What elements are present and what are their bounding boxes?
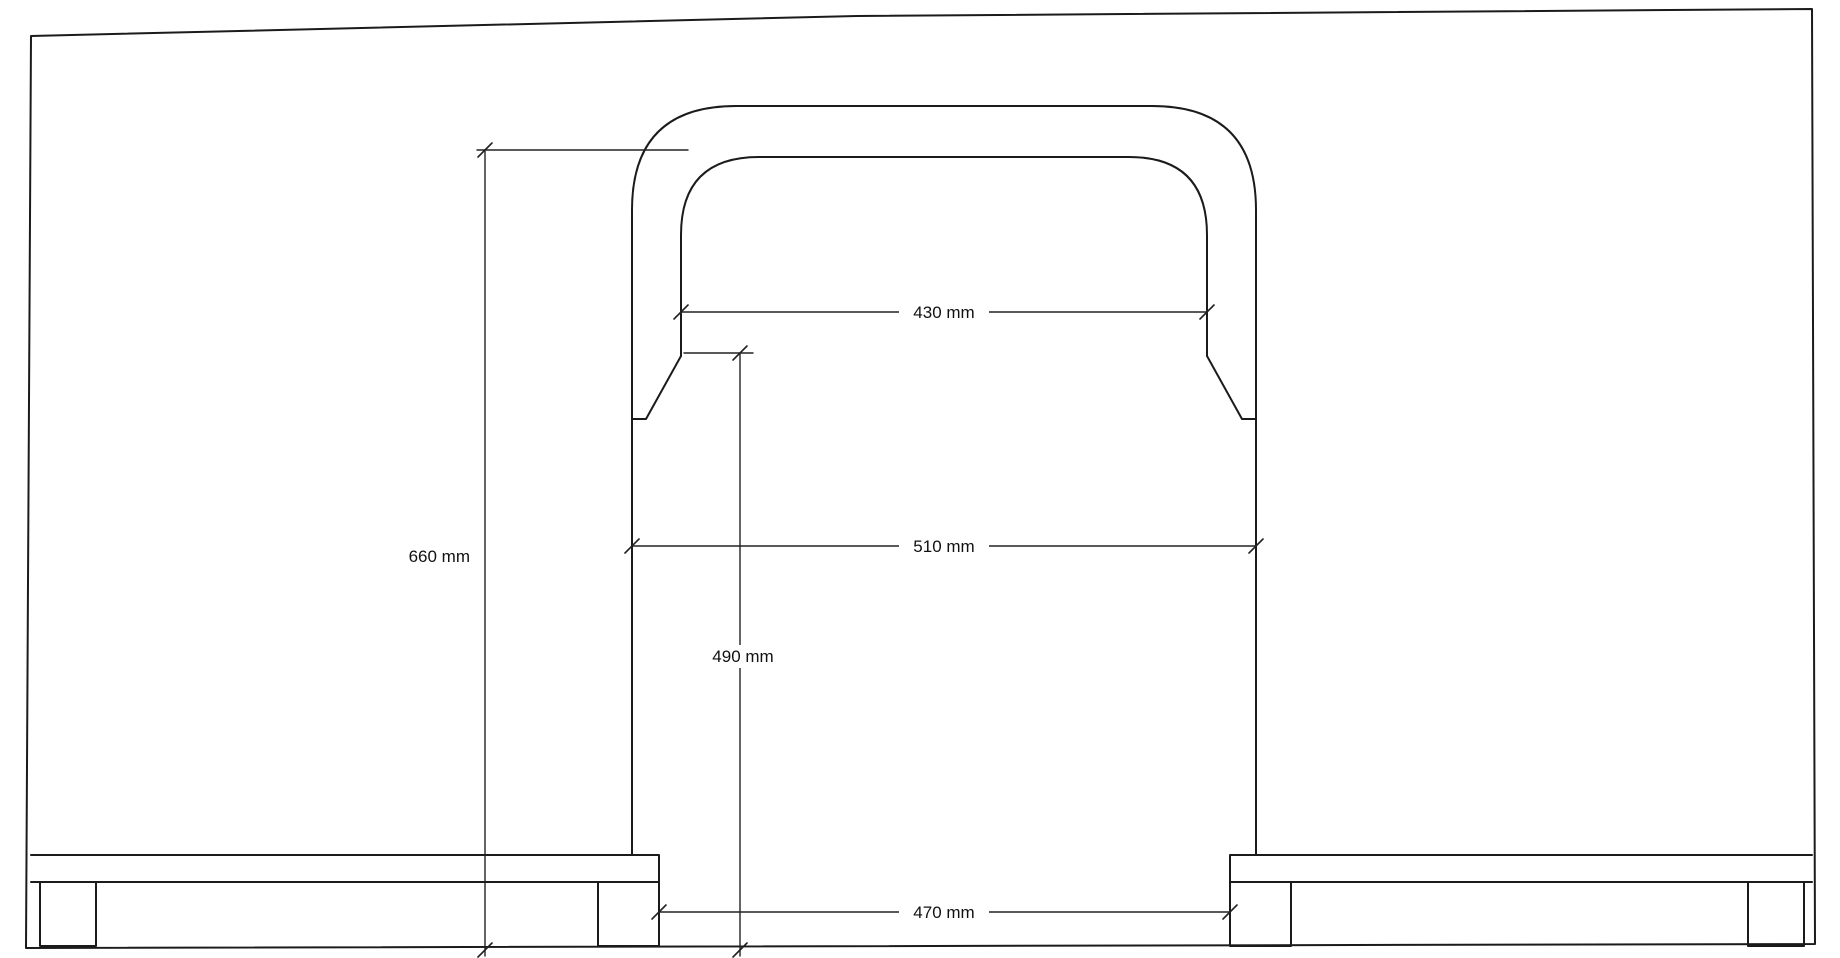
dimension-label-background xyxy=(696,645,790,668)
dimension-tick xyxy=(1222,904,1238,920)
dimension-label: 510 mm xyxy=(913,537,974,556)
dimension-tick xyxy=(732,345,748,361)
dimension-510mm: 510 mm xyxy=(624,535,1264,556)
dimension-tick xyxy=(651,904,667,920)
right-platform xyxy=(1229,854,1813,883)
dimension-label: 470 mm xyxy=(913,903,974,922)
dimension-490mm: 490 mm xyxy=(683,345,790,958)
dimension-label: 430 mm xyxy=(913,303,974,322)
right-platform-leg-outer xyxy=(1747,881,1805,947)
left-platform-leg-outer xyxy=(39,881,97,947)
dimension-470mm: 470 mm xyxy=(651,901,1238,922)
dimension-label-background xyxy=(899,901,989,922)
dimension-tick xyxy=(1248,538,1264,554)
dimension-tick xyxy=(1199,304,1215,320)
sheet-border xyxy=(25,8,1816,949)
dimension-tick xyxy=(673,304,689,320)
dimension-tick xyxy=(477,142,493,158)
dimension-label: 490 mm xyxy=(712,647,773,666)
dimension-label-background xyxy=(899,301,989,322)
dimension-tick xyxy=(732,942,748,958)
dimension-430mm: 430 mm xyxy=(673,301,1215,322)
dimension-660mm: 660 mm xyxy=(409,142,689,958)
dimension-tick xyxy=(477,942,493,958)
left-platform-leg-inner xyxy=(597,881,660,947)
dimension-label-background xyxy=(899,535,989,556)
arch-taper-right xyxy=(1206,355,1257,420)
arch-inner-contour xyxy=(680,156,1208,357)
left-platform xyxy=(30,854,660,883)
dimension-tick xyxy=(624,538,640,554)
dimension-label: 660 mm xyxy=(409,547,470,566)
right-platform-leg-inner xyxy=(1229,881,1292,947)
arch-outer-contour xyxy=(631,105,1257,856)
arch-taper-left xyxy=(631,355,682,420)
